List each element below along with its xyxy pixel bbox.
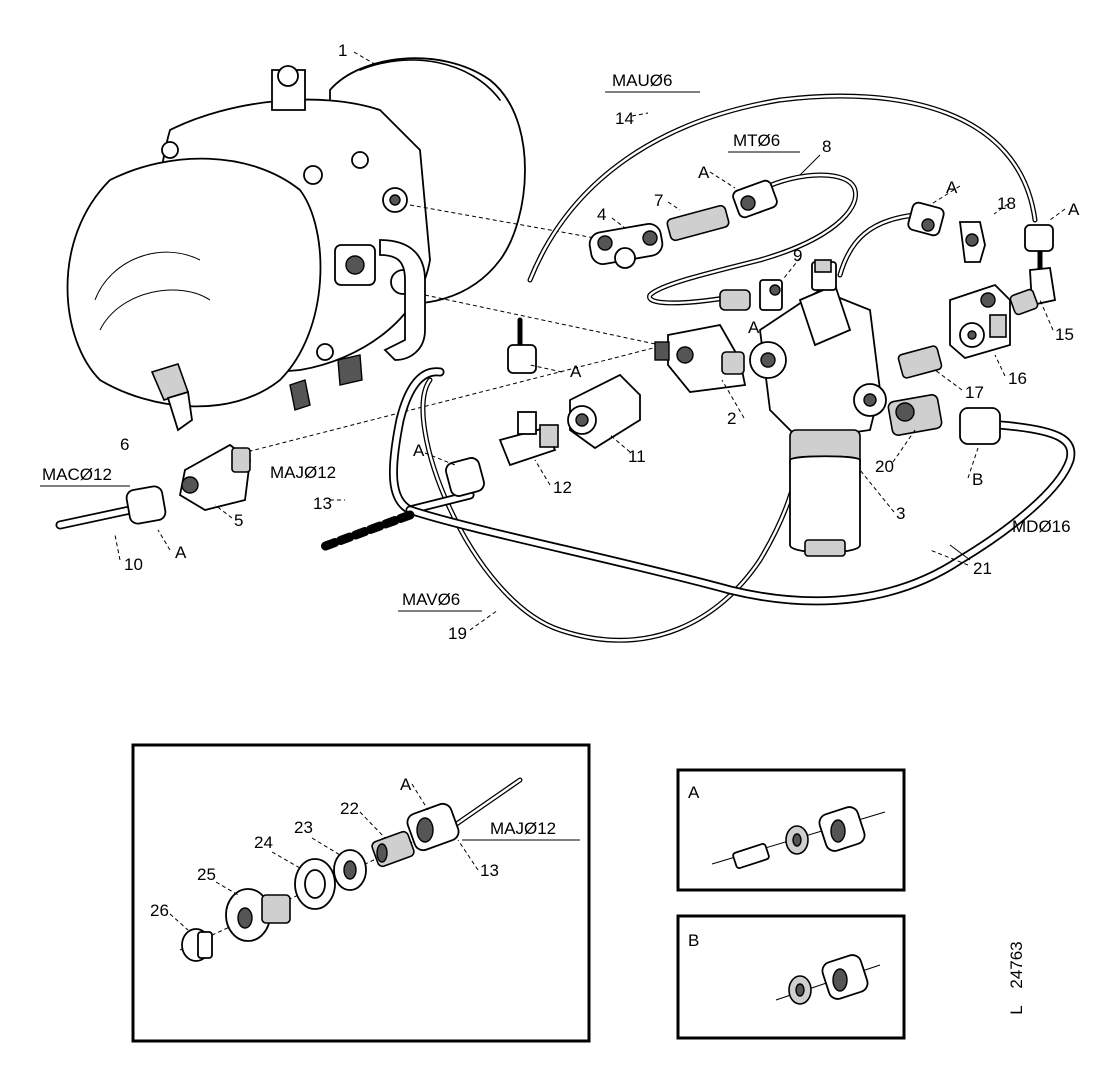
inset-label-maj: MAJØ12 (490, 819, 556, 838)
callout-5: 5 (234, 511, 243, 530)
tee-fitting-2 (654, 323, 747, 393)
callout-10: 10 (124, 555, 143, 574)
fitting-15 (1009, 267, 1057, 316)
callout-3: 3 (896, 504, 905, 523)
part-callouts: 1 2 3 4 5 6 7 8 9 10 11 12 13 14 15 16 1… (120, 41, 1074, 643)
callout-12: 12 (553, 478, 572, 497)
valve-3 (749, 259, 887, 557)
nut-A-10 (125, 485, 167, 525)
leader-lines (114, 51, 1054, 631)
inset-callout-22: 22 (340, 799, 359, 818)
inset-a: A (676, 768, 906, 892)
inset-callout-23: 23 (294, 818, 313, 837)
inset-b-title: B (688, 931, 699, 950)
inset-callout-13: 13 (480, 861, 499, 880)
fitting-20 (887, 394, 943, 436)
mark-A-lower: A (413, 441, 425, 460)
callout-1: 1 (338, 41, 347, 60)
callout-2: 2 (727, 409, 736, 428)
inset-b: B (676, 914, 906, 1040)
callout-13: 13 (313, 494, 332, 513)
mark-A-10: A (175, 543, 187, 562)
nut-A-18 (907, 201, 945, 237)
mark-A-upper: A (698, 163, 710, 182)
inset-callout-24: 24 (254, 833, 273, 852)
fitting-11 (567, 373, 641, 450)
pipe-labels: MAUØ6 MTØ6 MAJØ12 MACØ12 MAVØ6 MDØ16 (40, 71, 1071, 612)
callout-9: 9 (793, 246, 802, 265)
tee-fitting-12 (498, 411, 559, 467)
fitting-7 (666, 204, 730, 242)
inset-callout-26: 26 (150, 901, 169, 920)
callout-14: 14 (615, 109, 634, 128)
callout-19: 19 (448, 624, 467, 643)
label-md: MDØ16 (1012, 517, 1071, 536)
fitting-17 (897, 345, 943, 379)
nut-A-12 (507, 344, 537, 374)
inset-callout-25: 25 (197, 865, 216, 884)
nut-A-upper (732, 179, 778, 219)
mark-B: B (972, 470, 983, 489)
connector-marks: A A A A A A A B (157, 163, 1080, 562)
fitting-4 (588, 222, 664, 269)
label-mt: MTØ6 (733, 131, 780, 150)
corner-mark: L (1007, 1005, 1026, 1014)
nut-A-right (1024, 224, 1054, 252)
nut-B (959, 407, 1001, 445)
callout-11: 11 (628, 447, 646, 466)
callout-6: 6 (120, 435, 129, 454)
label-mav: MAVØ6 (402, 590, 460, 609)
mark-A-12: A (570, 362, 582, 381)
label-maj: MAJØ12 (270, 463, 336, 482)
callout-16: 16 (1008, 369, 1027, 388)
mark-A-9: A (748, 318, 760, 337)
callout-17: 17 (965, 383, 984, 402)
mark-A-18: A (946, 178, 958, 197)
compressor-unit (66, 57, 526, 432)
callout-4: 4 (597, 205, 606, 224)
nut-A-lower (445, 457, 485, 497)
callout-7: 7 (654, 191, 663, 210)
tee-fitting-5 (178, 443, 251, 511)
fitting-16 (949, 283, 1011, 360)
callout-15: 15 (1055, 325, 1074, 344)
label-mau: MAUØ6 (612, 71, 672, 90)
callout-8: 8 (822, 137, 831, 156)
inset-a-title: A (688, 783, 700, 802)
label-mac: MACØ12 (42, 465, 112, 484)
callout-21: 21 (973, 559, 992, 578)
fitting-9 (719, 279, 783, 311)
mark-A-right: A (1068, 200, 1080, 219)
inset-mark-A: A (400, 775, 412, 794)
inset-exploded-connector: A 22 23 24 25 26 13 MAJØ12 (131, 743, 591, 1043)
fitting-18 (958, 221, 986, 263)
drawing-number: 24763 (1007, 941, 1026, 988)
callout-20: 20 (875, 457, 894, 476)
